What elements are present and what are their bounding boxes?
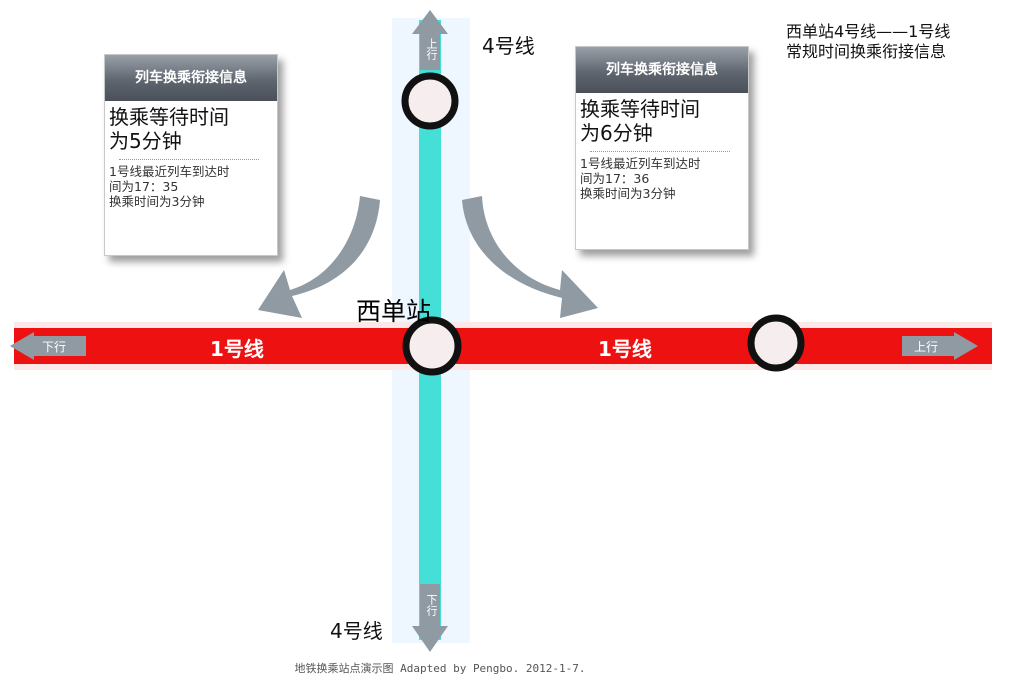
card-detail-line2: 间为17：36 <box>580 171 650 186</box>
station-name: 西单站 <box>356 297 432 326</box>
station-ring-line1-east <box>747 314 805 372</box>
page-title: 西单站4号线——1号线 常规时间换乘衔接信息 <box>786 22 950 62</box>
line1-right-label: 1号线 <box>598 337 652 361</box>
card-header: 列车换乘衔接信息 <box>105 55 277 101</box>
line1-down-arrow <box>10 332 86 360</box>
card-detail-line1: 1号线最近列车到达时 <box>580 156 701 171</box>
line1-track <box>14 328 992 364</box>
line4-down-direction: 下行 <box>425 594 438 616</box>
card-divider <box>590 151 730 152</box>
card-detail: 1号线最近列车到达时 间为17：36 换乘时间为3分钟 <box>576 156 748 201</box>
page-title-line1: 西单站4号线——1号线 <box>786 22 951 41</box>
card-divider <box>119 159 259 160</box>
transfer-arrow-left <box>258 196 380 318</box>
station-ring-line4-north <box>401 72 459 130</box>
card-detail-line1: 1号线最近列车到达时 <box>109 164 230 179</box>
line1-up-arrow <box>902 332 978 360</box>
card-wait-line2: 为5分钟 <box>109 129 182 153</box>
line4-up-direction: 上行 <box>425 38 438 60</box>
card-wait-line2: 为6分钟 <box>580 121 653 145</box>
card-detail-line3: 换乘时间为3分钟 <box>580 186 676 201</box>
line1-up-direction: 上行 <box>914 340 939 354</box>
line4-bottom-label: 4号线 <box>330 619 383 643</box>
card-detail-line2: 间为17：35 <box>109 179 179 194</box>
line4-up-arrow <box>412 10 448 70</box>
transfer-info-card-right: 列车换乘衔接信息 换乘等待时间 为6分钟 1号线最近列车到达时 间为17：36 … <box>575 46 749 250</box>
line4-down-arrow <box>412 584 448 652</box>
station-ring-xidan <box>402 316 462 376</box>
transfer-info-card-left: 列车换乘衔接信息 换乘等待时间 为5分钟 1号线最近列车到达时 间为17：35 … <box>104 54 278 256</box>
card-detail-line3: 换乘时间为3分钟 <box>109 194 205 209</box>
card-detail: 1号线最近列车到达时 间为17：35 换乘时间为3分钟 <box>105 164 277 209</box>
card-wait-line1: 换乘等待时间 <box>109 105 229 129</box>
line1-left-label: 1号线 <box>210 337 264 361</box>
transfer-arrow-right <box>462 196 598 318</box>
card-wait-time: 换乘等待时间 为5分钟 <box>105 101 277 153</box>
line4-top-label: 4号线 <box>482 34 535 58</box>
card-wait-line1: 换乘等待时间 <box>580 97 700 121</box>
page-title-line2: 常规时间换乘衔接信息 <box>786 42 947 61</box>
card-wait-time: 换乘等待时间 为6分钟 <box>576 93 748 145</box>
footer-credit: 地铁换乘站点演示图 Adapted by Pengbo. 2012-1-7. <box>294 662 586 675</box>
card-header: 列车换乘衔接信息 <box>576 47 748 93</box>
line1-down-direction: 下行 <box>42 340 67 354</box>
